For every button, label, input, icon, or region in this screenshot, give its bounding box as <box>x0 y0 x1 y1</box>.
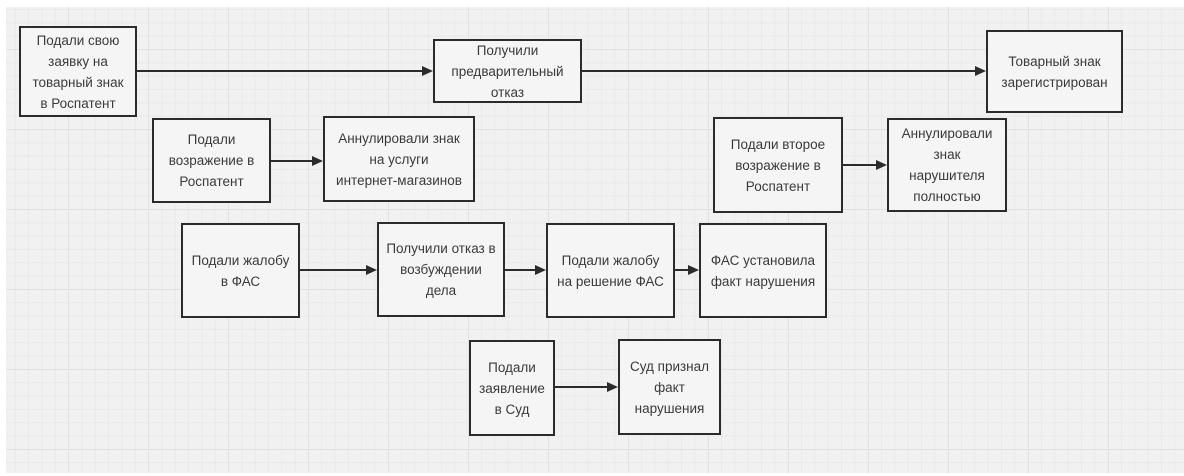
flow-node-n8[interactable]: Подали жалобу в ФАС <box>181 223 300 318</box>
flow-node-n6[interactable]: Подали второе возражение в Роспатент <box>713 117 843 213</box>
flow-node-n7[interactable]: Аннулировали знак нарушителя полностью <box>887 118 1007 212</box>
flow-node-n5[interactable]: Аннулировали знак на услуги интернет-маг… <box>323 116 475 202</box>
flow-node-n12[interactable]: Подали заявление в Суд <box>469 340 555 436</box>
flow-node-n13[interactable]: Суд признал факт нарушения <box>618 339 721 435</box>
flow-node-n2[interactable]: Получили предварительный отказ <box>433 39 582 103</box>
flow-node-n11[interactable]: ФАС установила факт нарушения <box>699 223 827 318</box>
flow-node-n3[interactable]: Товарный знак зарегистрирован <box>986 30 1123 113</box>
flow-node-n9[interactable]: Получили отказ в возбуждении дела <box>377 222 505 317</box>
flow-node-n10[interactable]: Подали жалобу на решение ФАС <box>546 223 675 318</box>
flow-node-n4[interactable]: Подали возражение в Роспатент <box>152 118 271 203</box>
flow-node-n1[interactable]: Подали свою заявку на товарный знак в Ро… <box>19 26 137 117</box>
